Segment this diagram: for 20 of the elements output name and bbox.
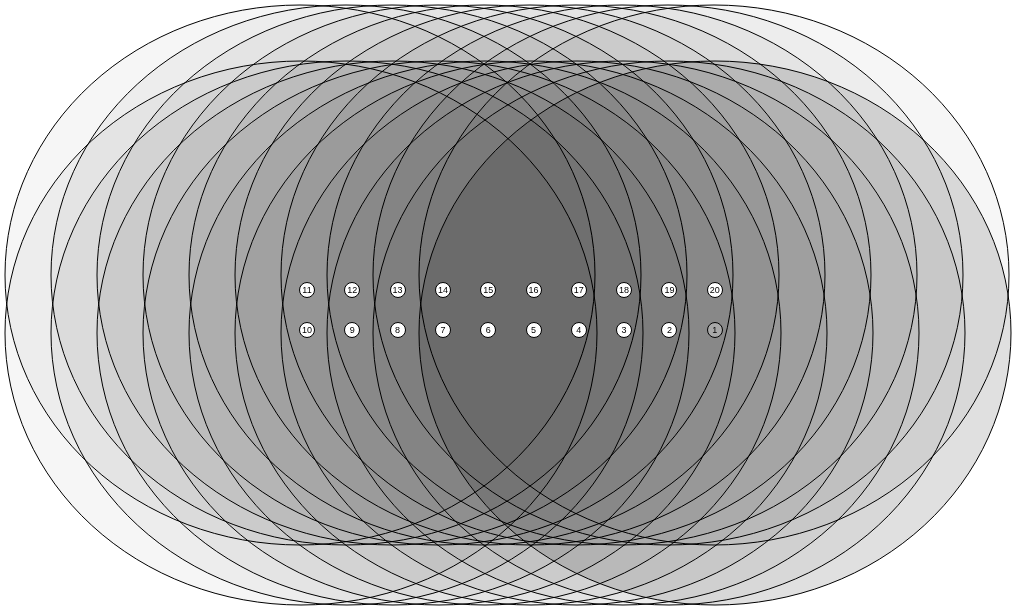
number-circle: 10 bbox=[299, 322, 315, 338]
number-circle: 14 bbox=[434, 282, 451, 298]
number-circle: 12 bbox=[344, 282, 361, 298]
number-circle: 13 bbox=[389, 282, 406, 298]
number-circle: 18 bbox=[616, 282, 633, 298]
number-circle: 2 bbox=[661, 322, 678, 338]
number-circle: 17 bbox=[570, 282, 587, 298]
number-circle: 11 bbox=[299, 282, 315, 298]
number-circle: 5 bbox=[525, 322, 542, 338]
number-circle: 3 bbox=[616, 322, 633, 338]
number-circle: 4 bbox=[570, 322, 587, 338]
number-circle: 9 bbox=[344, 322, 361, 338]
number-circle: 6 bbox=[480, 322, 497, 338]
number-circle: 20 bbox=[706, 282, 723, 298]
number-circle: 8 bbox=[389, 322, 406, 338]
number-circle: 16 bbox=[525, 282, 542, 298]
number-circle: 7 bbox=[434, 322, 451, 338]
number-circle: 19 bbox=[661, 282, 678, 298]
number-circle: 15 bbox=[480, 282, 497, 298]
number-circle: 1 bbox=[706, 322, 723, 338]
